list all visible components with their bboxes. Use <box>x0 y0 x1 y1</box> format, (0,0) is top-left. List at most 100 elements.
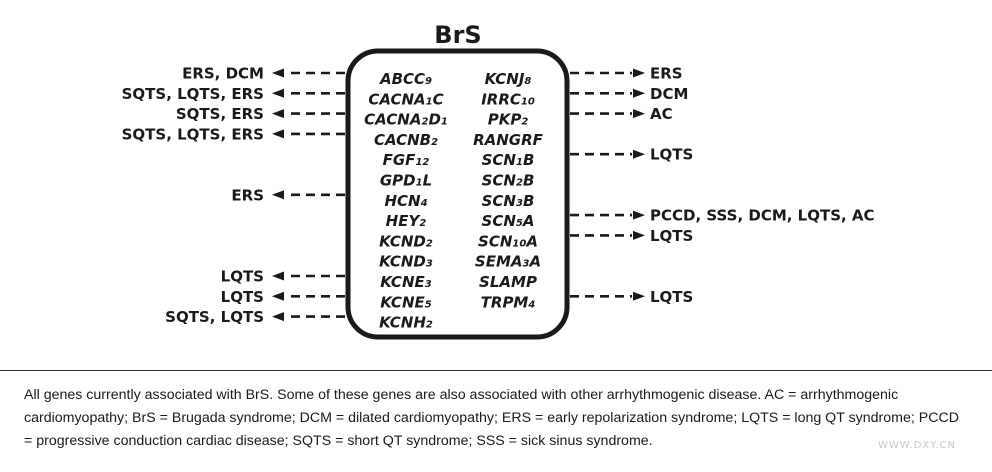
assoc-left-label: SQTS, ERS <box>176 105 264 123</box>
gene-left-6-base: HCN <box>384 192 421 210</box>
gene-left-12: KCNH2 <box>379 314 433 332</box>
gene-right-5-sub: 2 <box>516 178 523 189</box>
gene-left-4: FGF12 <box>383 151 430 169</box>
gene-right-3: RANGRF <box>473 131 544 149</box>
assoc-left-label: LQTS <box>221 268 264 286</box>
gene-right-7-base: SCN <box>482 212 517 230</box>
assoc-right-arrowhead <box>633 230 645 240</box>
gene-right-5-base: SCN <box>482 172 517 190</box>
gene-right-6-tail: B <box>523 192 534 210</box>
disease-associations: ERS, DCM SQTS, LQTS, ERS SQTS, ERS SQTS, LQ… <box>122 65 875 327</box>
assoc-right-label: ERS <box>650 65 683 83</box>
gene-left-8-base: KCND <box>379 232 426 250</box>
assoc-right-arrowhead <box>633 210 645 220</box>
gene-left-11-base: KCNE <box>380 293 425 311</box>
gene-left-9-sub: 3 <box>426 259 433 270</box>
gene-right-2-sub: 2 <box>521 117 528 128</box>
gene-right-3-base: RANGRF <box>473 131 544 149</box>
assoc-right-label: DCM <box>650 85 688 103</box>
gene-right-6: SCN3B <box>482 192 535 210</box>
assoc-left-arrowhead <box>272 291 284 301</box>
gene-right-1: IRRC10 <box>481 90 535 108</box>
assoc-left-label: SQTS, LQTS, ERS <box>122 85 264 103</box>
gene-left-1-tail: C <box>433 90 444 108</box>
figure-caption: All genes currently associated with BrS.… <box>24 387 959 449</box>
gene-right-9-sub: 3 <box>523 259 530 270</box>
gene-left-4-sub: 12 <box>415 157 429 168</box>
gene-right-5: SCN2B <box>482 172 535 190</box>
gene-right-4: SCN1B <box>482 151 535 169</box>
gene-left-9: KCND3 <box>379 253 433 271</box>
gene-right-0-base: KCNJ <box>485 70 525 88</box>
gene-left-5-base: GPD <box>380 172 416 190</box>
gene-left-12-base: KCNH <box>379 314 426 332</box>
assoc-left-label: LQTS <box>221 288 264 306</box>
assoc-left-label: ERS <box>231 186 264 204</box>
gene-right-8: SCN10A <box>478 232 538 250</box>
gene-right-11-base: TRPM <box>481 293 529 311</box>
gene-left-8: KCND2 <box>379 232 433 250</box>
gene-left-11: KCNE5 <box>380 293 431 311</box>
gene-left-6-sub: 4 <box>420 198 428 209</box>
gene-right-11: TRPM4 <box>481 293 536 311</box>
assoc-left-label: SQTS, LQTS <box>165 308 264 326</box>
gene-right-4-base: SCN <box>482 151 517 169</box>
gene-left-2-base: CACNA <box>364 111 421 129</box>
gene-right-10: SLAMP <box>479 273 537 291</box>
gene-right-8-base: SCN <box>478 232 513 250</box>
gene-left-9-base: KCND <box>379 253 426 271</box>
gene-left-12-sub: 2 <box>426 320 433 331</box>
assoc-left-arrowhead <box>272 129 284 139</box>
assoc-right-arrowhead <box>633 291 645 301</box>
gene-right-8-tail: A <box>525 232 538 250</box>
assoc-right-arrowhead <box>633 109 645 119</box>
gene-left-10: KCNE3 <box>380 273 431 291</box>
gene-right-9-base: SEMA <box>475 253 523 271</box>
gene-left-2-sub: 2 <box>421 117 428 128</box>
gene-left-5: GPD1L <box>380 172 432 190</box>
gene-right-1-base: IRRC <box>481 90 521 108</box>
assoc-right-label: AC <box>650 105 673 123</box>
gene-right-7-sub: 5 <box>516 218 523 229</box>
gene-right-6-sub: 3 <box>516 198 523 209</box>
gene-left-3-base: CACNB <box>374 131 431 149</box>
gene-right-7-tail: A <box>522 212 535 230</box>
gene-left-1-sub: 1 <box>426 96 433 107</box>
gene-right-2: PKP2 <box>488 111 529 129</box>
gene-list: ABCC9CACNA1CCACNA2D1CACNB2FGF12GPD1LHCN4… <box>364 70 544 332</box>
gene-right-0: KCNJ8 <box>485 70 532 88</box>
assoc-right-arrowhead <box>633 149 645 159</box>
gene-left-4-base: FGF <box>383 151 417 169</box>
assoc-right-arrowhead <box>633 88 645 98</box>
assoc-left-arrowhead <box>272 109 284 119</box>
gene-left-10-sub: 3 <box>425 279 432 290</box>
gene-left-7-sub: 2 <box>419 218 426 229</box>
gene-left-3-sub: 2 <box>431 137 438 148</box>
gene-right-9-tail: A <box>528 253 541 271</box>
gene-left-3: CACNB2 <box>374 131 438 149</box>
gene-right-9: SEMA3A <box>475 253 541 271</box>
gene-left-2: CACNA2D1 <box>364 111 448 129</box>
assoc-left-label: ERS, DCM <box>182 65 264 83</box>
gene-right-8-sub: 10 <box>512 238 526 249</box>
gene-left-5-sub: 1 <box>416 178 423 189</box>
gene-left-2-sub2: 1 <box>441 117 448 128</box>
gene-right-5-tail: B <box>523 172 534 190</box>
gene-left-0: ABCC9 <box>379 70 432 88</box>
assoc-left-arrowhead <box>272 312 284 322</box>
assoc-right-label: LQTS <box>650 288 693 306</box>
diagram-title: BrS <box>434 21 481 49</box>
gene-right-4-tail: B <box>523 151 534 169</box>
assoc-left-arrowhead <box>272 68 284 78</box>
caption-divider <box>0 370 992 371</box>
brs-gene-box <box>345 48 570 340</box>
assoc-right-label: LQTS <box>650 227 693 245</box>
gene-left-7: HEY2 <box>386 212 427 230</box>
gene-left-7-base: HEY <box>386 212 422 230</box>
gene-left-2-tail: D <box>428 111 440 129</box>
assoc-left-arrowhead <box>272 88 284 98</box>
gene-left-0-base: ABCC <box>379 70 425 88</box>
gene-right-0-sub: 8 <box>524 76 531 87</box>
gene-right-11-sub: 4 <box>527 299 535 310</box>
gene-right-6-base: SCN <box>482 192 517 210</box>
